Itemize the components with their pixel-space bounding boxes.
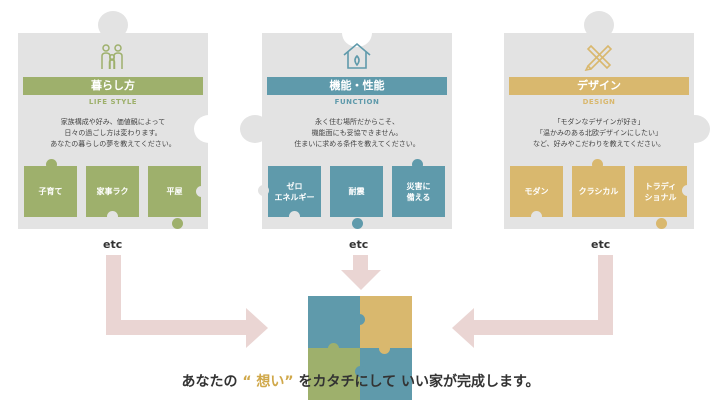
puzzle-join-knob [328,343,339,354]
right-arrow-shaft-horizontal [472,320,613,335]
tile-knob [46,159,57,170]
left-arrow-shaft-vertical [106,255,121,335]
tile-knob [656,218,667,229]
right-arrow-head [452,308,474,348]
tile-knob [352,218,363,229]
card-description: 家族構成や好み、価値観によって 日々の過ごし方は変わります。 あなたの暮らしの夢… [50,118,176,148]
puzzle-notch-top [342,19,372,47]
card-title: 暮らし方 [23,77,203,95]
puzzle-piece-teal-2 [360,348,412,400]
option-tile: 災害に 備える [392,166,445,217]
option-tile: 家事ラク [86,166,139,217]
function-card: 機能・性能 FUNCTION 永く住む場所だからこそ、 機能面にも妥協できません… [240,19,452,229]
pencil-ruler-icon [584,44,613,71]
right-arrow-shaft-vertical [598,255,613,335]
left-arrow-shaft-horizontal [106,320,248,335]
tile-knob [289,211,300,222]
puzzle-tab-top [98,11,128,39]
tagline-suffix: をカタチにして いい家が完成します。 [298,374,540,390]
puzzle-tab-left [240,115,270,143]
card-title: デザイン [509,77,689,95]
card-subtitle: LIFE STYLE [88,98,138,106]
card-description: 永く住む場所だからこそ、 機能面にも妥協できません。 住まいに求める条件を教えて… [294,118,420,148]
puzzle-join-knob [379,343,390,354]
puzzle-piece-green [308,348,360,400]
option-tile: クラシカル [572,166,625,217]
option-tile: モダン [510,166,563,217]
etc-label: etc [349,238,369,251]
card-subtitle: FUNCTION [334,98,380,106]
tile-knob [172,218,183,229]
tagline-prefix: あなたの [181,374,238,390]
option-tile: 耐震 [330,166,383,217]
option-tile: 子育て [24,166,77,217]
option-tile: ゼロ エネルギー [268,166,321,217]
tile-knob [196,186,207,197]
design-card: デザイン DESIGN 「モダンなデザインが好き」 「温かみのある北欧デザインに… [504,11,710,229]
tile-knob [592,159,603,170]
tile-knob [258,185,269,196]
option-tile: トラディ ショナル [634,166,687,217]
lifestyle-card: 暮らし方 LIFE STYLE 家族構成や好み、価値観によって 日々の過ごし方は… [18,11,224,229]
tile-knob [412,159,423,170]
option-tile: 平屋 [148,166,201,217]
family-icon [101,44,123,69]
puzzle-tab-right [680,115,710,143]
puzzle-join-knob [354,314,365,325]
card-description: 「モダンなデザインが好き」 「温かみのある北欧デザインにしたい」 など、好みやこ… [532,118,666,148]
tile-knob [682,185,693,196]
center-arrow-shaft [353,255,368,272]
puzzle-tab-top [584,11,614,39]
puzzle-notch-right [194,115,224,143]
etc-label: etc [591,238,611,251]
tile-knob [107,211,118,222]
tagline: あなたの “ 想い” をカタチにして いい家が完成します。 [0,371,721,391]
puzzle-join-knob [355,366,366,377]
card-title: 機能・性能 [267,77,447,95]
left-arrow-head [246,308,268,348]
house-icon [343,42,371,69]
tile-knob [531,211,542,222]
etc-label: etc [103,238,123,251]
puzzle-piece-gold [360,296,412,348]
card-subtitle: DESIGN [582,98,616,106]
tagline-highlight: “ 想い” [242,374,294,390]
center-arrow-head [341,270,381,290]
puzzle-piece-teal [308,296,360,348]
